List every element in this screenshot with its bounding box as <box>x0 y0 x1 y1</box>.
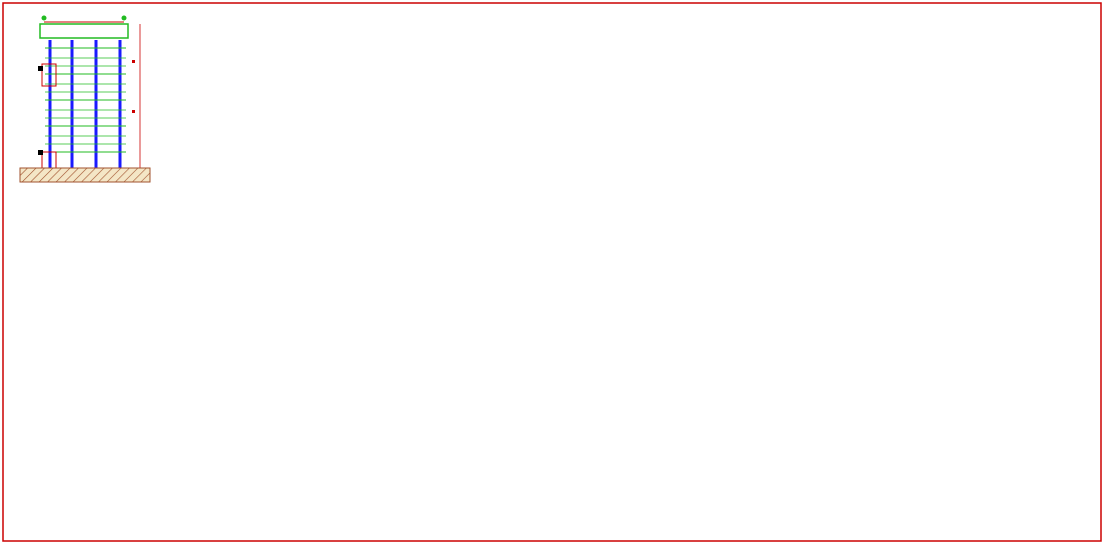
front-elevation <box>19 15 151 183</box>
